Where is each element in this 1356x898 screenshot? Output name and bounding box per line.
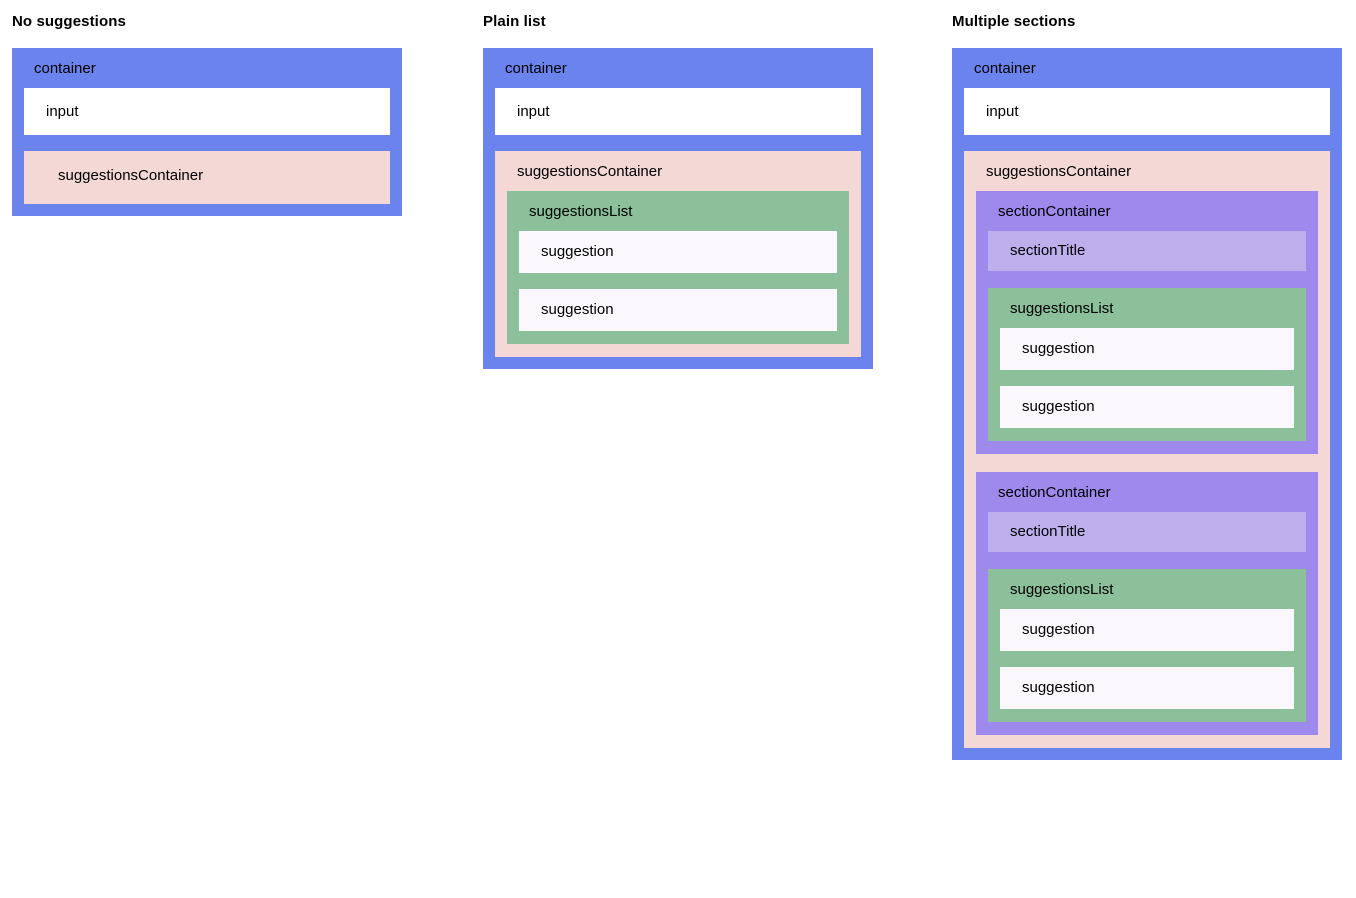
- suggestion-label: suggestion: [1022, 398, 1095, 415]
- container-label: container: [505, 60, 567, 77]
- input-label: input: [986, 102, 1019, 120]
- section-title-label: sectionTitle: [1010, 523, 1086, 540]
- suggestions-list-box: suggestionsList suggestion suggestion: [988, 569, 1306, 722]
- suggestions-container-label: suggestionsContainer: [986, 163, 1132, 180]
- container-label: container: [34, 60, 96, 77]
- container-box: container input suggestionsContainer: [12, 48, 402, 216]
- column-heading: Multiple sections: [952, 13, 1076, 30]
- column-heading: No suggestions: [12, 13, 126, 30]
- suggestions-list-box: suggestionsList suggestion suggestion: [507, 191, 849, 344]
- container-label: container: [974, 60, 1036, 77]
- input-label: input: [46, 102, 79, 120]
- suggestions-list-label: suggestionsList: [529, 203, 633, 220]
- suggestions-container-label: suggestionsContainer: [517, 163, 663, 180]
- example-column-multiple-sections: Multiple sections container input sugges…: [952, 0, 1342, 760]
- suggestion-label: suggestion: [541, 301, 614, 318]
- example-column-no-suggestions: No suggestions container input suggestio…: [12, 0, 402, 216]
- suggestion-item[interactable]: suggestion: [1000, 328, 1294, 370]
- suggestion-label: suggestion: [541, 243, 614, 260]
- input-label: input: [517, 102, 550, 120]
- section-container-label: sectionContainer: [998, 203, 1111, 220]
- suggestions-list-label: suggestionsList: [1010, 300, 1114, 317]
- suggestions-list-box: suggestionsList suggestion suggestion: [988, 288, 1306, 441]
- input-box[interactable]: input: [495, 88, 861, 135]
- section-container-box: sectionContainer sectionTitle suggestion…: [976, 191, 1318, 454]
- example-column-plain-list: Plain list container input suggestionsCo…: [483, 0, 873, 369]
- container-box: container input suggestionsContainer sug…: [483, 48, 873, 369]
- suggestion-label: suggestion: [1022, 621, 1095, 638]
- suggestions-container-box: suggestionsContainer sectionContainer se…: [964, 151, 1330, 748]
- suggestions-container-box: suggestionsContainer suggestionsList sug…: [495, 151, 861, 357]
- suggestion-item[interactable]: suggestion: [1000, 667, 1294, 709]
- suggestion-item[interactable]: suggestion: [1000, 386, 1294, 428]
- input-box[interactable]: input: [964, 88, 1330, 135]
- container-box: container input suggestionsContainer sec…: [952, 48, 1342, 760]
- suggestion-label: suggestion: [1022, 340, 1095, 357]
- input-box[interactable]: input: [24, 88, 390, 135]
- suggestions-container-box: suggestionsContainer: [24, 151, 390, 204]
- suggestion-item[interactable]: suggestion: [519, 289, 837, 331]
- column-heading: Plain list: [483, 13, 546, 30]
- suggestion-label: suggestion: [1022, 679, 1095, 696]
- section-title-box: sectionTitle: [988, 231, 1306, 271]
- section-title-box: sectionTitle: [988, 512, 1306, 552]
- suggestion-item[interactable]: suggestion: [1000, 609, 1294, 651]
- section-title-label: sectionTitle: [1010, 242, 1086, 259]
- section-container-box: sectionContainer sectionTitle suggestion…: [976, 472, 1318, 735]
- suggestions-list-label: suggestionsList: [1010, 581, 1114, 598]
- suggestion-item[interactable]: suggestion: [519, 231, 837, 273]
- section-container-label: sectionContainer: [998, 484, 1111, 501]
- suggestions-container-label: suggestionsContainer: [58, 167, 204, 184]
